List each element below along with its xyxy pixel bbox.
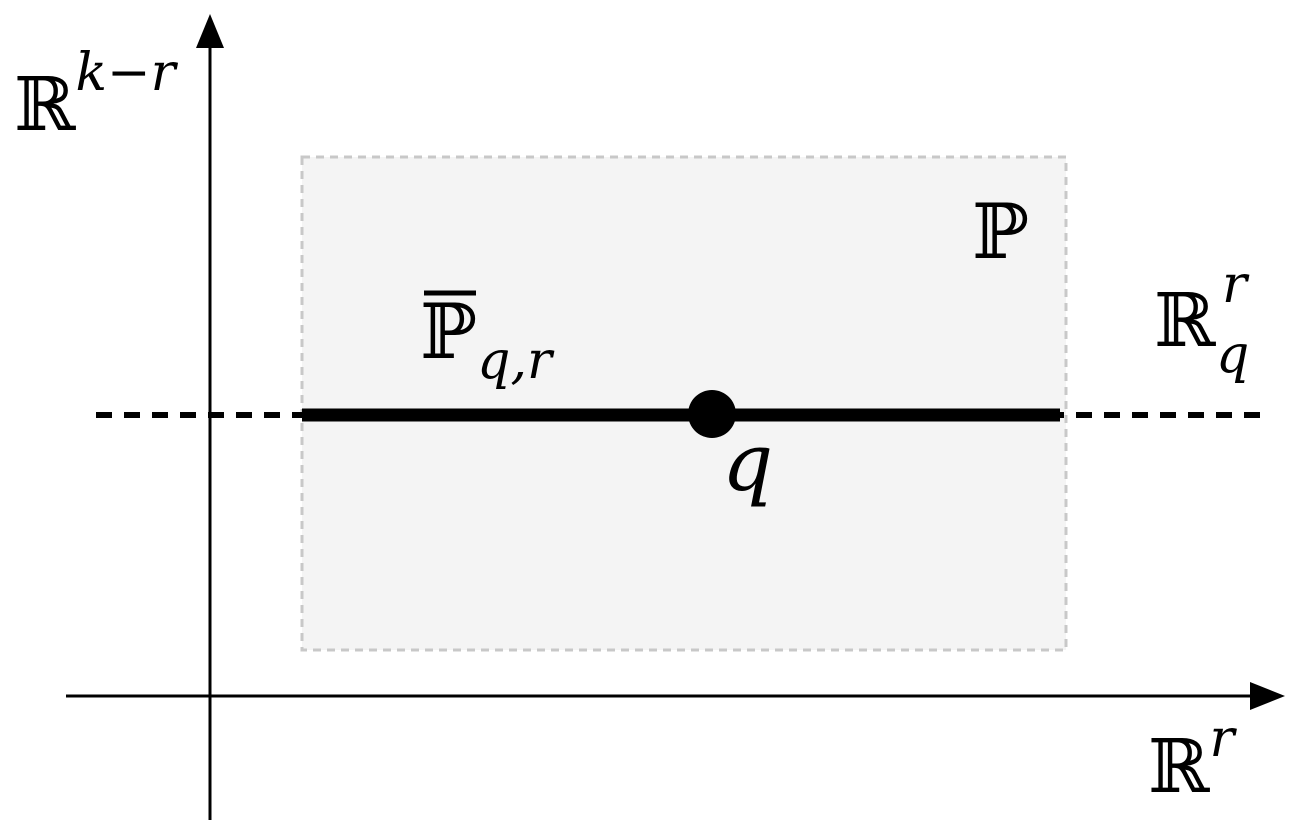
subspace-label-base: ℝ [1154,278,1216,364]
point-label: q [722,416,773,509]
vertical-axis-label: ℝk−r [14,43,179,148]
point-q [688,390,736,438]
region-label: ℙ [972,187,1029,276]
subspace-label-sub: q [1216,325,1249,385]
vertical-axis-arrowhead [196,14,224,48]
segment-label: ℙq,r [420,287,555,391]
region-p [300,155,1068,652]
horizontal-axis-arrowhead [1250,682,1285,710]
subspace-label-sup: r [1222,255,1250,315]
horizontal-axis-label: ℝr [1148,709,1238,810]
